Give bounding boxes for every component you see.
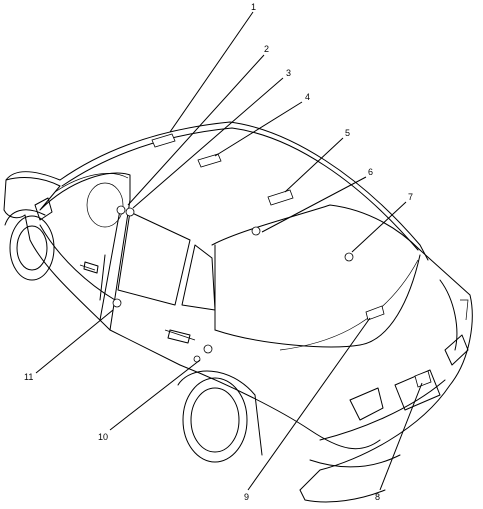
callout-3: 3 [286,68,291,78]
callout-7: 7 [408,192,413,202]
callout-labels: 1 2 3 4 5 6 7 8 9 10 11 [24,2,413,502]
front-wheel [4,209,55,281]
component-4-block [197,153,222,168]
callout-8: 8 [375,492,380,502]
callout-4: 4 [305,92,310,102]
callout-9: 9 [244,492,249,502]
component-1-block [151,133,176,148]
component-10-clip [193,344,213,363]
component-6-clip [251,226,261,236]
component-9-block [365,305,385,321]
leader-lines [35,11,423,491]
component-2-3-clip [116,205,135,217]
car-body [3,121,473,503]
callout-11: 11 [24,372,33,382]
component-8-block [414,370,432,388]
callout-2: 2 [264,44,269,54]
component-7-clip [344,252,354,262]
component-5-block [267,189,294,206]
component-11-clip [112,298,122,308]
callout-5: 5 [345,128,350,138]
callout-6: 6 [368,167,373,177]
rear-wheel [177,370,263,463]
callout-1: 1 [251,2,256,12]
callout-10: 10 [98,432,108,442]
